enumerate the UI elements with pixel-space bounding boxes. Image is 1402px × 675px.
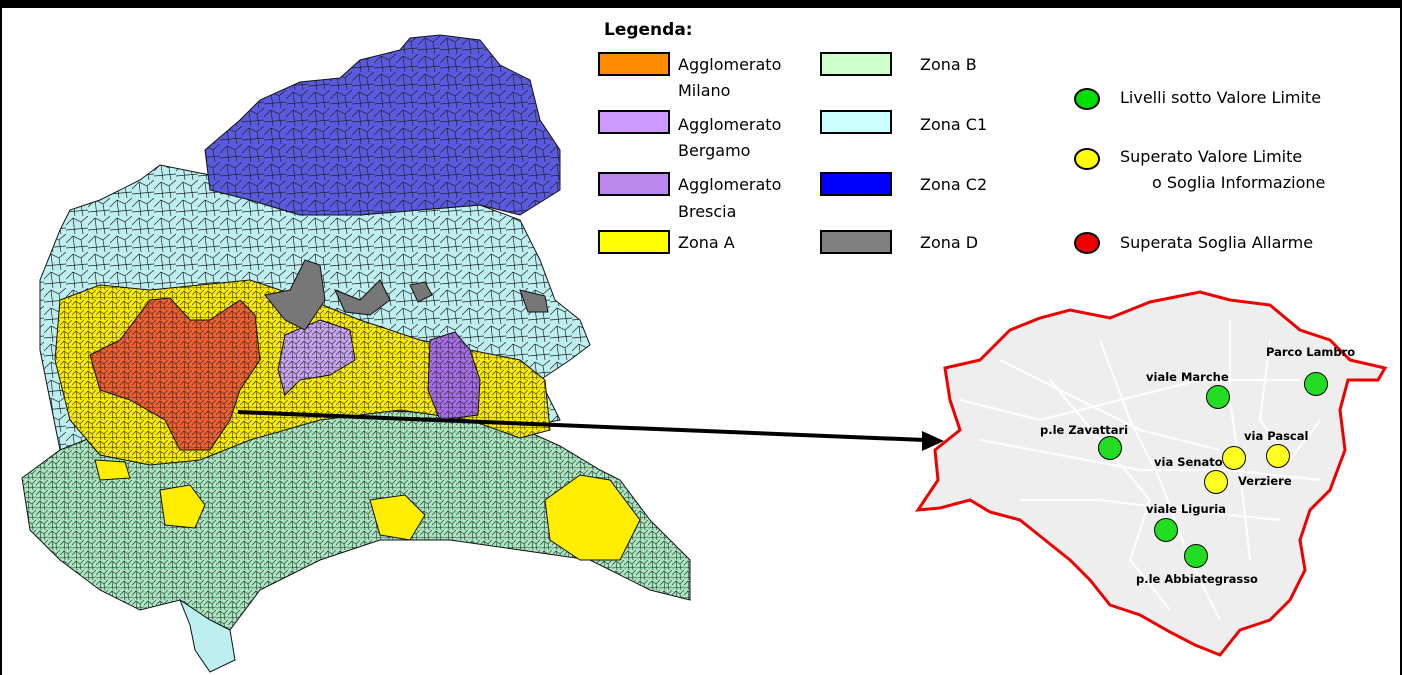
legend-label-bergamo: Agglomerato <box>678 115 782 134</box>
legend-sub-brescia: Brescia <box>678 202 737 221</box>
status-label-yellow: Superato Valore Limite <box>1120 147 1303 166</box>
zone-a-patch-lodi <box>159 484 206 529</box>
status-label-red: Superata Soglia Allarme <box>1120 233 1314 252</box>
legend-label-zona-b: Zona B <box>920 55 977 74</box>
legend-swatch-bergamo <box>598 110 670 134</box>
legend-swatch-brescia <box>598 172 670 196</box>
milano-street-network <box>959 320 1321 621</box>
station-marker-viale-marche <box>1206 385 1230 409</box>
legend-swatch-milano <box>598 52 670 76</box>
legend-swatch-zona-c2 <box>820 172 892 196</box>
legend-swatch-zona-b <box>820 52 892 76</box>
milano-city-outline <box>915 290 1388 657</box>
station-label-verziere: Verziere <box>1238 474 1292 488</box>
station-label-abbiategrasso: p.le Abbiategrasso <box>1136 572 1258 586</box>
legend-label-zona-a: Zona A <box>678 233 735 252</box>
status-label-yellow-2: o Soglia Informazione <box>1152 173 1326 192</box>
status-dot-yellow <box>1074 148 1100 170</box>
legend-label-zona-c2: Zona C2 <box>920 175 988 194</box>
legend-sub-bergamo: Bergamo <box>678 141 751 160</box>
legend-title: Legenda: <box>604 20 693 40</box>
zone-d-region-4 <box>519 289 549 313</box>
status-label-green: Livelli sotto Valore Limite <box>1120 88 1322 107</box>
legend-sub-milano: Milano <box>678 81 731 100</box>
legend-label-zona-d: Zona D <box>920 233 979 252</box>
station-label-via-pascal: via Pascal <box>1244 429 1309 443</box>
zone-a-patch-cremona <box>369 494 426 541</box>
station-marker-abbiategrasso <box>1184 544 1208 568</box>
zone-a-patch-pavia <box>94 459 131 481</box>
legend-label-brescia: Agglomerato <box>678 175 782 194</box>
status-dot-red <box>1074 232 1100 254</box>
station-label-parco-lambro: Parco Lambro <box>1266 345 1356 359</box>
legend-swatch-zona-d <box>820 230 892 254</box>
legend-swatch-zona-c1 <box>820 110 892 134</box>
pointer-arrow-line <box>237 410 926 442</box>
station-marker-verziere <box>1204 470 1228 494</box>
station-label-zavattari: p.le Zavattari <box>1040 423 1129 437</box>
zone-c1-south-tail <box>178 598 236 673</box>
station-marker-via-pascal <box>1266 444 1290 468</box>
zone-a-patch-mantova <box>544 474 641 561</box>
zone-b-mesh <box>22 408 690 630</box>
station-marker-zavattari <box>1098 436 1122 460</box>
zone-d-region-3 <box>409 281 433 303</box>
status-dot-green <box>1074 88 1100 110</box>
station-label-viale-marche: viale Marche <box>1146 370 1229 384</box>
station-marker-viale-liguria <box>1154 518 1178 542</box>
station-label-viale-liguria: viale Liguria <box>1146 502 1227 516</box>
figure-top-border <box>0 0 1402 8</box>
zone-d-region-2 <box>334 279 391 316</box>
legend-label-milano: Agglomerato <box>678 55 782 74</box>
station-label-via-senato: via Senato <box>1154 455 1223 469</box>
pointer-arrow-head <box>922 431 944 451</box>
station-marker-parco-lambro <box>1304 372 1328 396</box>
zone-d-region-1 <box>264 259 326 331</box>
legend-swatch-zona-a <box>598 230 670 254</box>
legend-label-zona-c1: Zona C1 <box>920 115 988 134</box>
station-marker-via-senato <box>1222 446 1246 470</box>
